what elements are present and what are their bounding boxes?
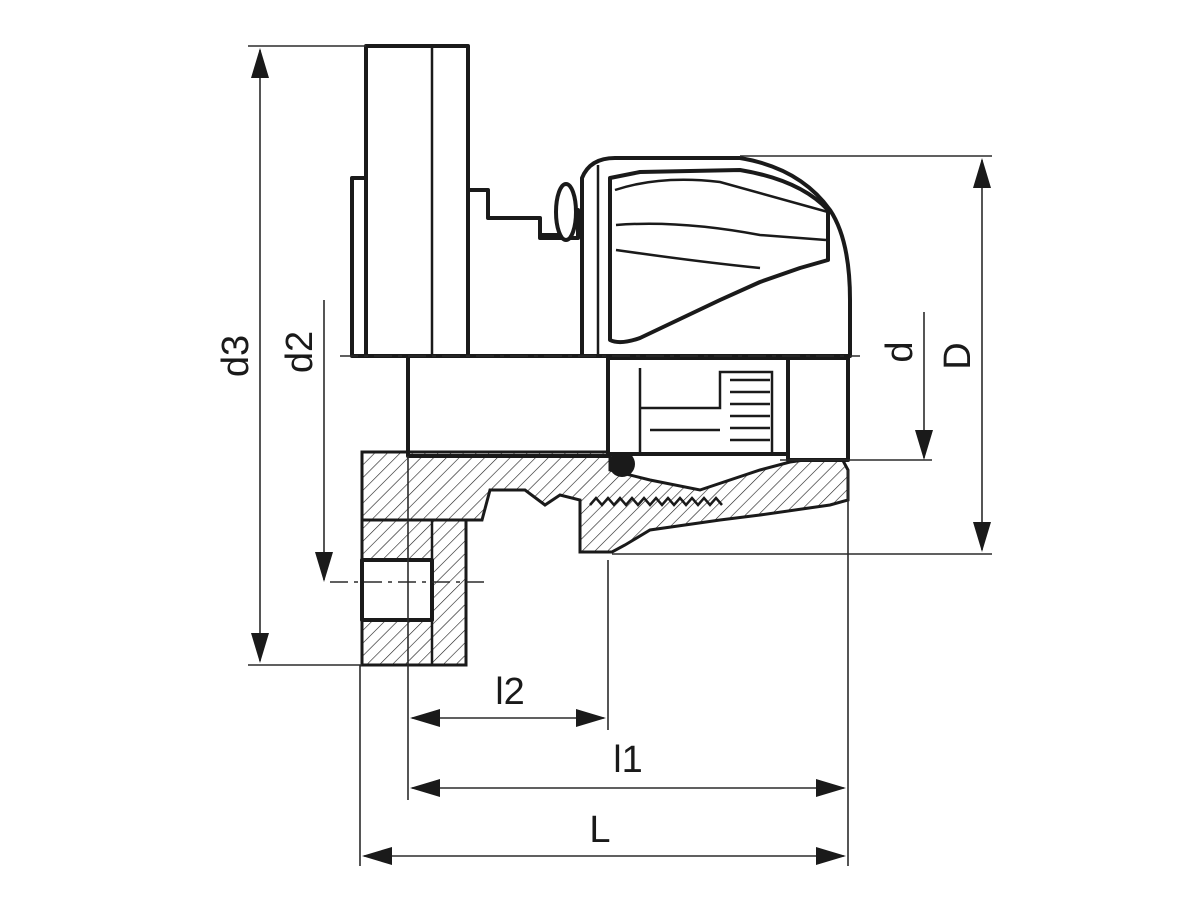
l1-arrow-left	[410, 779, 440, 797]
dimension-D: D	[612, 155, 992, 555]
nut-grip	[608, 168, 830, 345]
nut-inner-section	[606, 356, 790, 456]
dimension-L: L	[359, 665, 846, 866]
flange-seal-face	[350, 176, 368, 358]
l2-arrow-left	[410, 709, 440, 727]
fitting-body	[360, 182, 850, 554]
body-bore	[406, 354, 610, 458]
D-label: D	[937, 342, 979, 369]
flange-bolt-hole	[360, 558, 434, 622]
D-arrow-bottom	[973, 522, 991, 552]
d2-label: d2	[279, 331, 321, 373]
d3-arrow-top	[251, 48, 269, 78]
l1-arrow-right	[816, 779, 846, 797]
clamp-ring-detail	[638, 368, 774, 455]
L-arrow-left	[362, 847, 392, 865]
dimension-d3: d3	[215, 45, 366, 666]
nut-outer-lip	[786, 356, 850, 462]
l2-arrow-right	[576, 709, 606, 727]
l1-label: l1	[613, 739, 643, 781]
center-lines	[330, 355, 860, 583]
L-arrow-right	[816, 847, 846, 865]
l2-label: l2	[495, 671, 525, 713]
thread-teeth	[589, 496, 723, 507]
dimension-d: d	[780, 312, 933, 461]
neck-pin	[554, 182, 578, 242]
d-label: d	[879, 341, 921, 362]
o-ring	[609, 451, 635, 477]
L-label: L	[589, 809, 610, 851]
union-nut	[580, 156, 852, 462]
dimension-l1: l1	[410, 470, 849, 866]
d-arrow	[915, 430, 933, 460]
flange-body	[364, 44, 470, 358]
d2-arrow	[315, 552, 333, 582]
nut-grip-ribs	[614, 178, 829, 270]
D-arrow-top	[973, 158, 991, 188]
flange	[350, 44, 470, 667]
d3-arrow-bottom	[251, 633, 269, 663]
dimension-d2: d2	[279, 300, 333, 582]
dimension-l2: l2	[407, 456, 609, 800]
d3-label: d3	[215, 335, 257, 377]
